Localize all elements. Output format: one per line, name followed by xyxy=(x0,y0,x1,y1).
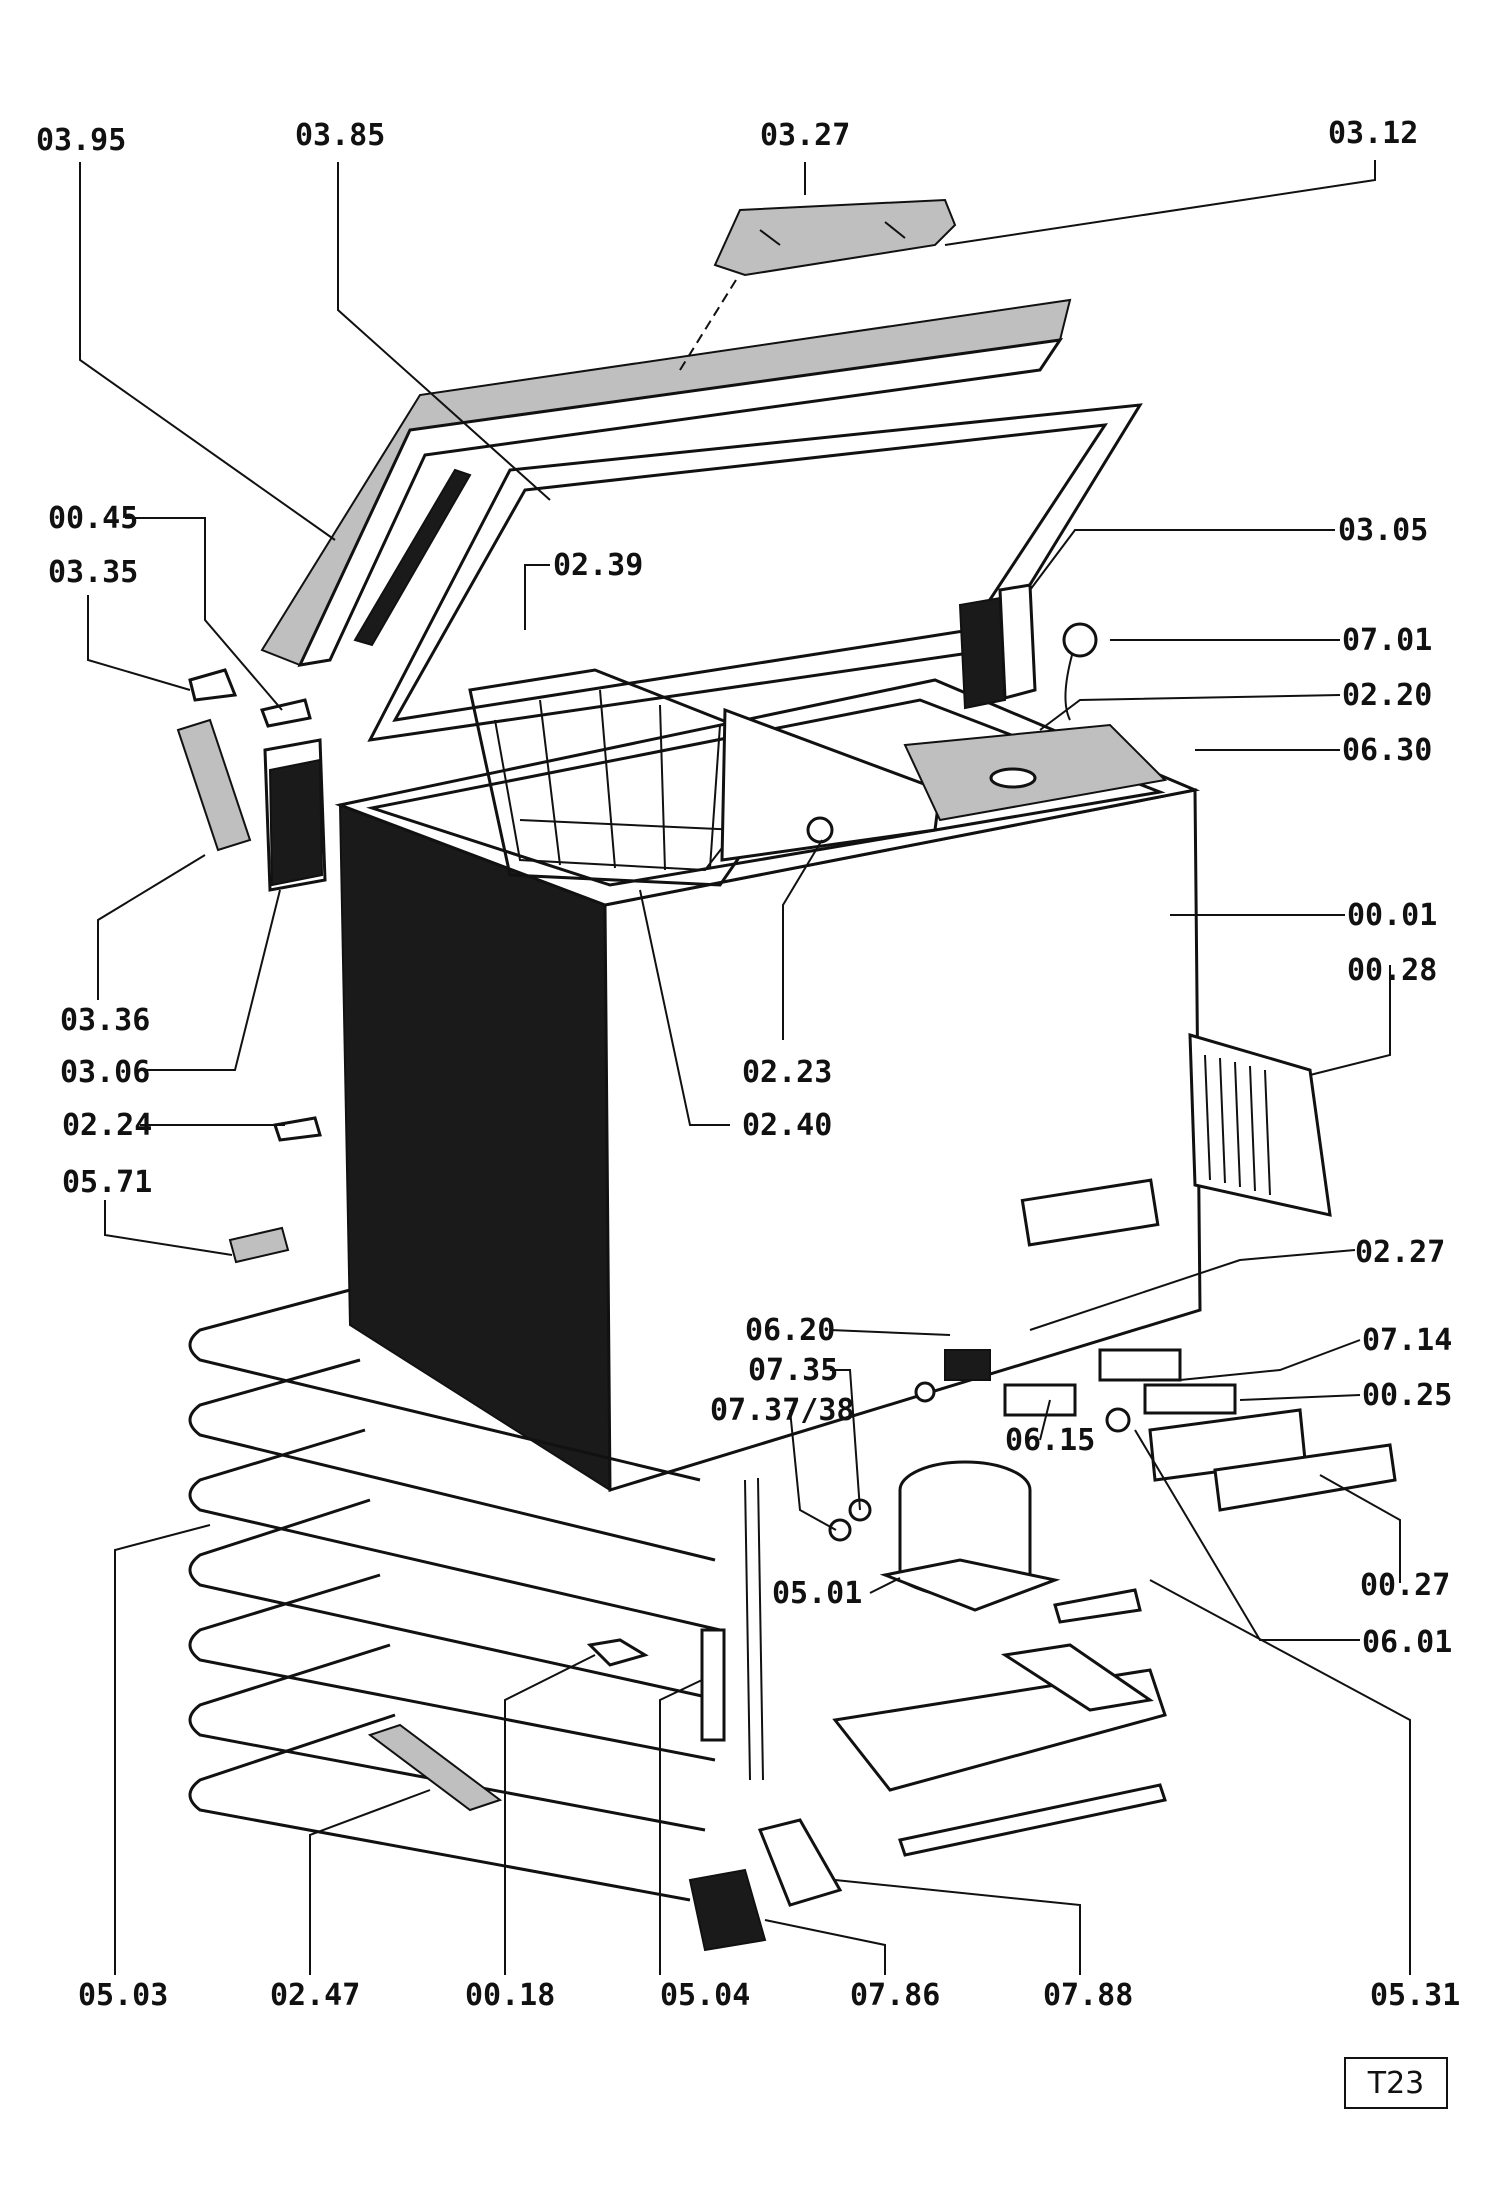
part-label-03-06: 03.06 xyxy=(60,1055,150,1090)
part-label-02-20: 02.20 xyxy=(1342,678,1432,713)
part-label-06-20: 06.20 xyxy=(745,1313,835,1348)
part-label-00-45: 00.45 xyxy=(48,501,138,536)
part-label-00-25: 00.25 xyxy=(1362,1378,1452,1413)
part-label-07-86: 07.86 xyxy=(850,1978,940,2013)
part-label-07-88: 07.88 xyxy=(1043,1978,1133,2013)
part-label-03-35: 03.35 xyxy=(48,555,138,590)
part-label-06-30: 06.30 xyxy=(1342,733,1432,768)
part-label-00-01: 00.01 xyxy=(1347,898,1437,933)
hinge-parts-left xyxy=(176,668,327,1264)
compressor xyxy=(879,1460,1061,1612)
divider-panel xyxy=(720,707,942,862)
small-parts-bottom xyxy=(367,1628,843,1952)
part-label-02-27: 02.27 xyxy=(1355,1235,1445,1270)
lid-outer-frame xyxy=(260,298,1072,667)
condenser-coil xyxy=(188,1288,764,1902)
part-label-02-39: 02.39 xyxy=(553,548,643,583)
lid-handle xyxy=(679,198,957,371)
part-label-02-47: 02.47 xyxy=(270,1978,360,2013)
part-label-05-04: 05.04 xyxy=(660,1978,750,2013)
part-label-03-12: 03.12 xyxy=(1328,116,1418,151)
part-label-03-05: 03.05 xyxy=(1338,513,1428,548)
part-label-03-27: 03.27 xyxy=(760,118,850,153)
part-label-02-40: 02.40 xyxy=(742,1108,832,1143)
rear-vent-panel xyxy=(1188,1032,1332,1217)
part-label-07-37-38: 07.37/38 xyxy=(710,1393,855,1428)
part-label-07-01: 07.01 xyxy=(1342,623,1432,658)
relay-and-switches xyxy=(828,1348,1397,1542)
compartment-cover xyxy=(903,723,1168,822)
part-label-00-27: 00.27 xyxy=(1360,1568,1450,1603)
part-label-02-23: 02.23 xyxy=(742,1055,832,1090)
part-label-02-24: 02.24 xyxy=(62,1108,152,1143)
part-label-07-14: 07.14 xyxy=(1362,1323,1452,1358)
part-label-06-01: 06.01 xyxy=(1362,1625,1452,1660)
part-label-03-85: 03.85 xyxy=(295,118,385,153)
part-label-05-03: 05.03 xyxy=(78,1978,168,2013)
part-label-05-31: 05.31 xyxy=(1370,1978,1460,2013)
hinge-parts-right xyxy=(958,583,1098,721)
part-label-00-18: 00.18 xyxy=(465,1978,555,2013)
part-label-03-36: 03.36 xyxy=(60,1003,150,1038)
part-label-05-01: 05.01 xyxy=(772,1576,862,1611)
sheet-id-box: T23 xyxy=(1344,2057,1448,2109)
part-labels: 03.95 03.85 03.27 03.12 00.45 03.35 02.3… xyxy=(36,116,1460,2013)
lid-gasket xyxy=(367,403,1143,742)
base-plate xyxy=(832,1588,1167,1857)
part-label-06-15: 06.15 xyxy=(1005,1423,1095,1458)
part-label-05-71: 05.71 xyxy=(62,1165,152,1200)
leader-lines xyxy=(79,160,1411,1975)
part-label-03-95: 03.95 xyxy=(36,123,126,158)
part-label-07-35: 07.35 xyxy=(748,1353,838,1388)
thermostat-knob xyxy=(806,816,834,844)
part-label-00-28: 00.28 xyxy=(1347,953,1437,988)
sheet-id-label: T23 xyxy=(1367,2066,1425,2101)
